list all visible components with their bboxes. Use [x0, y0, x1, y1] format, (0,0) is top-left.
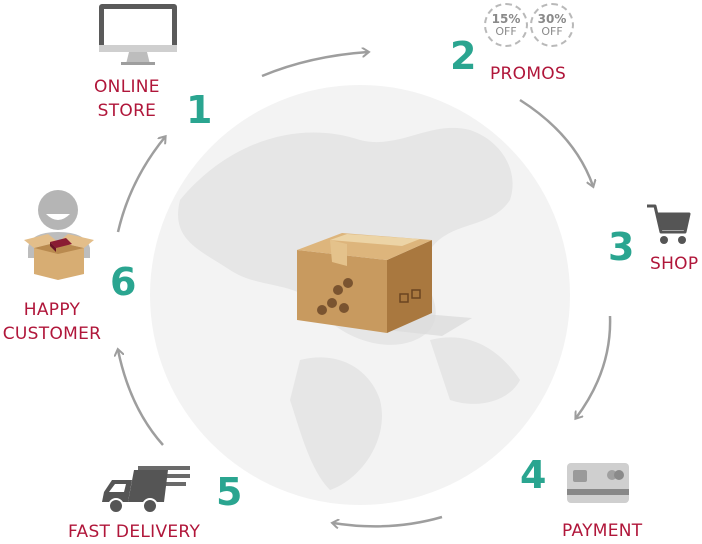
step-5-label-line-1: FAST DELIVERY — [68, 522, 201, 542]
arrow-6-to-1 — [116, 137, 165, 233]
step-3-number: 3 — [608, 225, 635, 269]
arrow-4-to-5 — [333, 515, 443, 526]
step-1-number: 1 — [186, 88, 213, 132]
arrow-1-to-2 — [261, 52, 368, 78]
step-5-label: FAST DELIVERY — [68, 520, 200, 544]
step-6-label-line-2: CUSTOMER — [2, 324, 102, 344]
badge-off: OFF — [541, 25, 563, 38]
arrow-5-to-6 — [118, 350, 164, 446]
delivery-truck-icon — [102, 466, 190, 514]
shopping-cart-icon — [647, 204, 691, 244]
step-6-label: HAPPY CUSTOMER — [0, 298, 104, 346]
credit-card-icon — [567, 463, 629, 503]
arrow-3-to-4 — [576, 315, 612, 418]
step-6-label-line-1: HAPPY — [23, 300, 81, 320]
step-2-number: 2 — [450, 34, 477, 78]
step-3-label-line-1: SHOP — [650, 254, 699, 274]
badge-off: OFF — [495, 25, 517, 38]
monitor-icon — [99, 4, 177, 65]
discount-badge: 15% OFF — [484, 3, 528, 47]
step-2-label: PROMOS — [490, 62, 566, 86]
discount-badge: 30% OFF — [530, 3, 574, 47]
step-3-label: SHOP — [650, 252, 698, 276]
step-4-label: PAYMENT — [562, 519, 642, 543]
step-2-label-line-1: PROMOS — [490, 64, 567, 84]
badge-percent: 15% — [491, 12, 521, 26]
step-1-label: ONLINE STORE — [94, 75, 160, 123]
step-4-number: 4 — [520, 453, 547, 497]
step-4-label-line-1: PAYMENT — [562, 521, 643, 541]
cardboard-box-icon — [297, 233, 472, 336]
happy-customer-icon — [24, 190, 94, 280]
discount-badges-icon: 15% OFF 30% OFF — [484, 3, 580, 49]
arrow-2-to-3 — [519, 98, 593, 186]
badge-percent: 30% — [537, 12, 567, 26]
step-5-number: 5 — [216, 470, 243, 514]
step-1-label-line-1: ONLINE — [94, 77, 160, 97]
step-6-number: 6 — [110, 260, 137, 304]
step-1-label-line-2: STORE — [97, 101, 157, 121]
